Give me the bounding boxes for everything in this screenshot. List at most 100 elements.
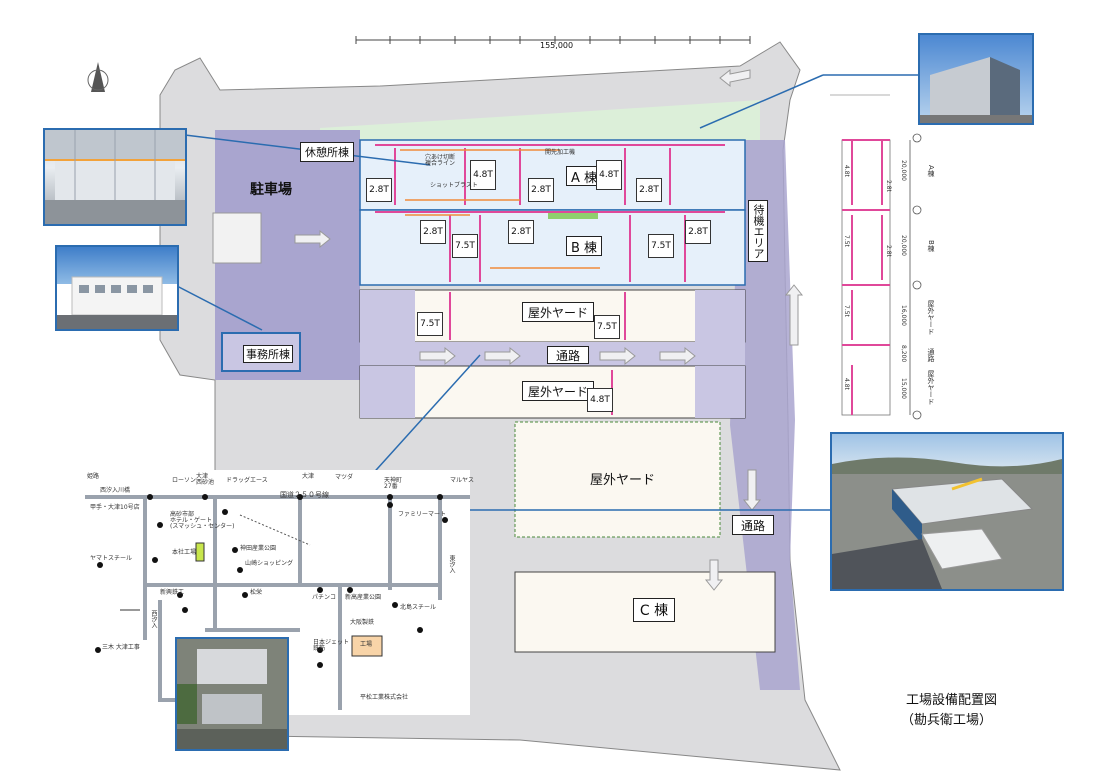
map-place-p19: 新高産業公園 [345, 594, 382, 601]
parking-label: 駐車場 [250, 182, 292, 198]
map-place-p25: 東汐入 [448, 555, 455, 573]
map-place-p27: 工場 [360, 641, 373, 648]
section-dim-4: 8,200 [900, 345, 907, 363]
section-label-yard: 屋外ヤード [927, 300, 935, 335]
map-place-p22: 北島スチール [400, 604, 437, 611]
section-crane-3: 7.5t [843, 235, 850, 247]
crane-rails [375, 144, 725, 415]
map-place-p6: マルヤス [450, 477, 475, 484]
map-place-p24: 三木 大津工事 [102, 644, 140, 651]
yard3-label: 屋外ヤード [590, 473, 656, 488]
crane-a5: 2.8T [636, 178, 662, 202]
crane-b4: 7.5T [648, 234, 674, 258]
map-place-p5: マツダ [335, 474, 354, 481]
map-place-p12: 本社工場 [172, 549, 197, 556]
entrance-block [212, 212, 262, 264]
compass [87, 62, 109, 92]
grass-strip [320, 100, 760, 140]
rest-building-label: 休憩所棟 [300, 142, 354, 162]
yard1-label: 屋外ヤード [522, 302, 594, 322]
crane-b5: 2.8T [685, 220, 711, 244]
road-arrows [294, 68, 804, 591]
crane-a1: 2.8T [366, 178, 392, 202]
dimension-bar [355, 36, 751, 44]
map-place-p10: 高砂市部 ホテル・ゲート (スマッシュ・センター) [170, 511, 235, 530]
green-machine [548, 213, 598, 219]
section-label-road: 通路 [927, 348, 935, 362]
yard2-label: 屋外ヤード [522, 381, 594, 401]
crane-b3: 2.8T [508, 220, 534, 244]
map-road-r4: 西汐入川橋 [100, 487, 131, 494]
section-label-yard2: 屋外ヤード [927, 370, 935, 405]
yard2-right-block [695, 366, 745, 418]
section-crane-1: 4.8t [843, 165, 850, 177]
aerial-photo-art [832, 457, 1062, 589]
aerial-photo [830, 432, 1064, 591]
office-photo [55, 245, 179, 331]
map-place-p7: ファミリーマート [398, 511, 447, 518]
crane-a3: 2.8T [528, 178, 554, 202]
section-label-a: A棟 [927, 165, 935, 177]
map-place-p23: 西汐入 [150, 610, 157, 628]
map-road-r3: 天神町 27番 [384, 477, 403, 490]
building-c-label: C 棟 [633, 598, 675, 622]
map-place-p21: 日本ジェット 鉄筋 [313, 639, 350, 652]
map-place-p9: ヤマトスチール [90, 555, 133, 562]
building-b-label: B 棟 [566, 236, 602, 256]
section-drawing [830, 94, 922, 420]
yard2-left-block [360, 366, 415, 418]
office-building-label: 事務所棟 [243, 345, 293, 363]
crane-a2: 4.8T [470, 160, 496, 190]
map-road-r1: 国道２５０号線 [280, 491, 329, 499]
map-place-p17: 松栄 [250, 589, 263, 596]
yard1-left-block [360, 290, 415, 342]
section-label-b: B棟 [927, 240, 935, 252]
map-road-r5: 姫路 [87, 473, 100, 480]
map-road-r2: 大津 [302, 473, 315, 480]
map-place-p28: 平松工業株式会社 [360, 694, 409, 701]
map-place-p14: 神田産業公園 [240, 545, 277, 552]
crane-a4: 4.8T [596, 160, 622, 190]
section-crane-6: 4.8t [843, 378, 850, 390]
section-dim-1: 20,000 [900, 160, 907, 181]
section-dim-3: 16,000 [900, 305, 907, 326]
map-place-p8: 甲手・大津10号店 [90, 504, 140, 511]
crane-y1: 7.5T [417, 312, 443, 336]
interior-photo-art [45, 130, 185, 224]
satellite-photo [175, 637, 289, 751]
equipment-lines [400, 149, 600, 269]
satellite-photo-art [177, 649, 287, 749]
yard1-right-block [695, 290, 745, 342]
weld-machine-label: 開先加工機 [545, 149, 576, 156]
diagram-subtitle: （勘兵衛工場） [901, 713, 993, 728]
parking-area [215, 130, 360, 380]
office-photo-art [57, 276, 177, 329]
diagram-title: 工場設備配置図 [906, 693, 998, 708]
map-place-p16: 新興鉄工 [160, 589, 185, 596]
dimension-total: 155,000 [540, 41, 574, 50]
exterior-photo [918, 33, 1034, 125]
section-dim-2: 20,000 [900, 235, 907, 256]
exterior-photo-art [920, 57, 1032, 123]
yard3-outline [514, 421, 721, 538]
crane-y3: 4.8T [587, 388, 613, 412]
crane-y2: 7.5T [594, 315, 620, 339]
map-place-p20: 大阪製鉄 [350, 619, 375, 626]
east-road [730, 140, 800, 690]
section-crane-2: 2.8t [885, 180, 892, 192]
cut-line-label: 穴あけ切断 複合ライン [425, 154, 456, 167]
map-place-p1: ローソン [172, 477, 197, 484]
crane-b1: 2.8T [420, 220, 446, 244]
section-crane-5: 7.5t [843, 305, 850, 317]
road2-label: 通路 [732, 515, 774, 535]
crane-b2: 7.5T [452, 234, 478, 258]
road1-label: 通路 [547, 346, 589, 364]
waiting-area-label: 待機エリア [748, 200, 768, 262]
map-place-p3: ドラッグエース [226, 477, 268, 484]
interior-photo [43, 128, 187, 226]
map-place-p2: 大津 西砂池 [196, 473, 215, 486]
shot-blast-label: ショットブラスト [430, 182, 478, 189]
section-crane-4: 2.8t [885, 245, 892, 257]
section-dim-5: 15,000 [900, 378, 907, 399]
